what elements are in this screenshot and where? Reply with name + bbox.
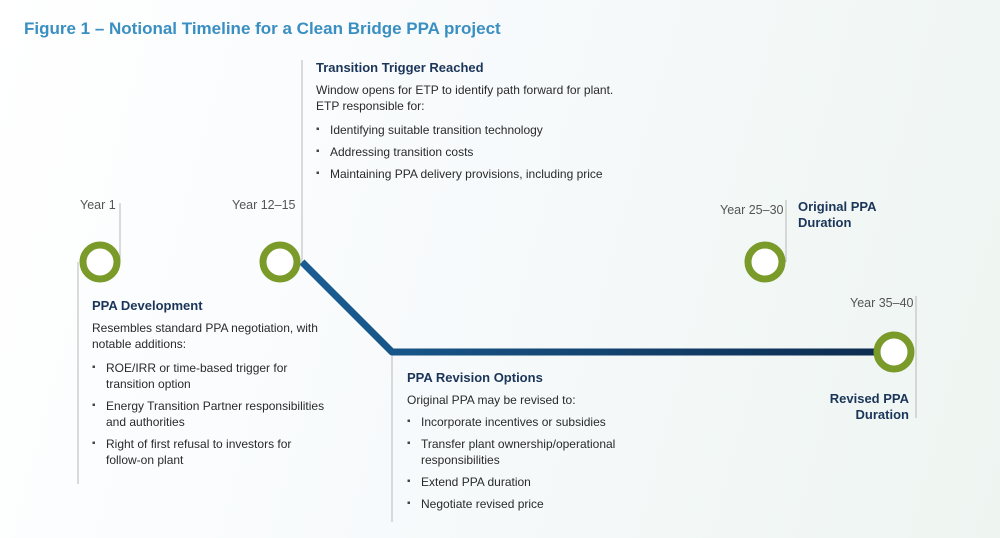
revision-heading: PPA Revision Options bbox=[407, 370, 543, 385]
timeline-segment-revised bbox=[299, 259, 894, 356]
revision-bullet: Negotiate revised price bbox=[407, 496, 615, 512]
node-year25 bbox=[744, 241, 786, 283]
development-heading: PPA Development bbox=[92, 298, 203, 313]
node-year35 bbox=[873, 331, 915, 373]
trigger-bullet: Maintaining PPA delivery provisions, inc… bbox=[316, 166, 603, 182]
label-year25: Year 25–30 bbox=[720, 203, 784, 217]
label-year12: Year 12–15 bbox=[232, 198, 296, 212]
node-year12 bbox=[259, 241, 301, 283]
revision-bullet: Incorporate incentives or subsidies bbox=[407, 414, 615, 430]
revision-bullet: Extend PPA duration bbox=[407, 474, 615, 490]
development-bullet: Energy Transition Partner responsibiliti… bbox=[92, 398, 324, 430]
trigger-heading: Transition Trigger Reached bbox=[316, 60, 484, 75]
node-year1 bbox=[79, 241, 121, 283]
trigger-bullet: Addressing transition costs bbox=[316, 144, 603, 160]
original-ppa-duration: Original PPA Duration bbox=[798, 199, 877, 230]
trigger-bullet: Identifying suitable transition technolo… bbox=[316, 122, 603, 138]
revision-description: Original PPA may be revised to: bbox=[407, 393, 576, 407]
revision-bullet: Transfer plant ownership/operational res… bbox=[407, 436, 615, 468]
development-bullet: ROE/IRR or time-based trigger for transi… bbox=[92, 360, 324, 392]
trigger-bullets: Identifying suitable transition technolo… bbox=[316, 122, 603, 188]
label-year1: Year 1 bbox=[80, 198, 116, 212]
development-description: Resembles standard PPA negotiation, with… bbox=[92, 321, 318, 351]
trigger-description: Window opens for ETP to identify path fo… bbox=[316, 83, 614, 113]
label-year35: Year 35–40 bbox=[850, 296, 914, 310]
figure-title: Figure 1 – Notional Timeline for a Clean… bbox=[24, 19, 501, 38]
revised-ppa-duration: Revised PPA Duration bbox=[829, 391, 909, 422]
development-bullets: ROE/IRR or time-based trigger for transi… bbox=[92, 360, 324, 474]
development-bullet: Right of first refusal to investors for … bbox=[92, 436, 324, 468]
revision-bullets: Incorporate incentives or subsidies Tran… bbox=[407, 414, 615, 518]
